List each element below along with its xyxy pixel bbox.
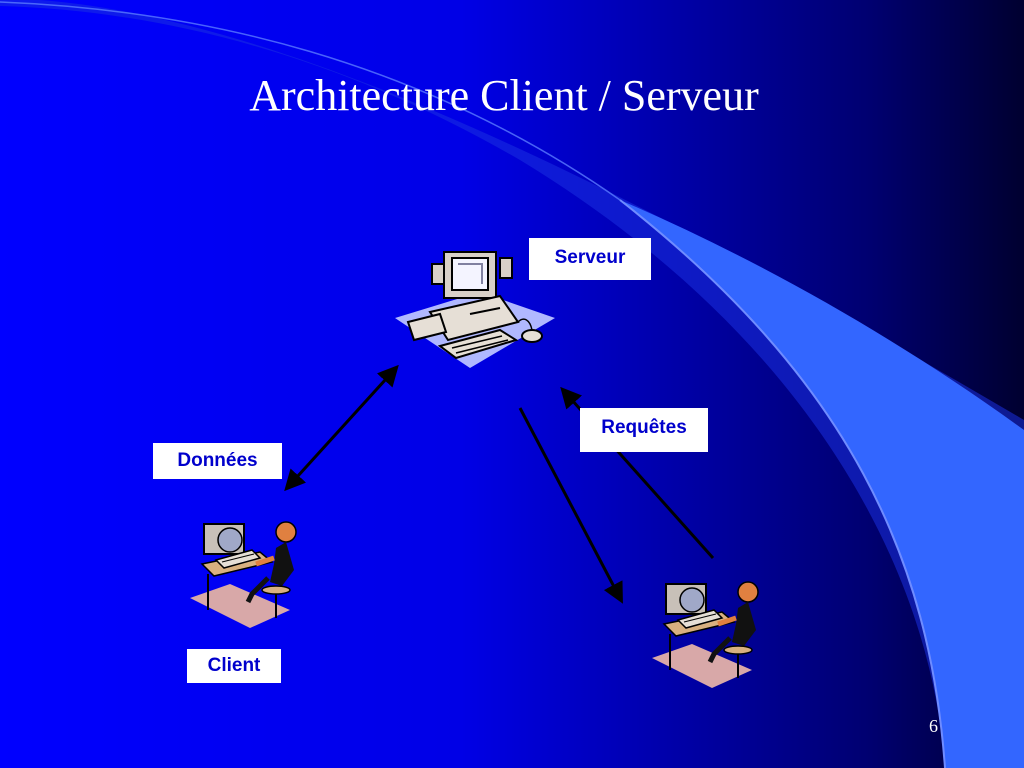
- client-label: Client: [187, 649, 281, 683]
- slide-number: 6: [929, 716, 938, 736]
- response-arrow: [518, 407, 623, 604]
- data-label: Données: [153, 443, 282, 479]
- slide-title: Architecture Client / Serveur: [249, 71, 759, 120]
- requests-label: Requêtes: [580, 408, 708, 452]
- server-computer-icon: [395, 251, 555, 368]
- client-workstation-icon: [190, 521, 297, 628]
- client-workstation-icon: [652, 581, 759, 688]
- data-arrow: [284, 364, 399, 492]
- server-label: Serveur: [529, 238, 651, 280]
